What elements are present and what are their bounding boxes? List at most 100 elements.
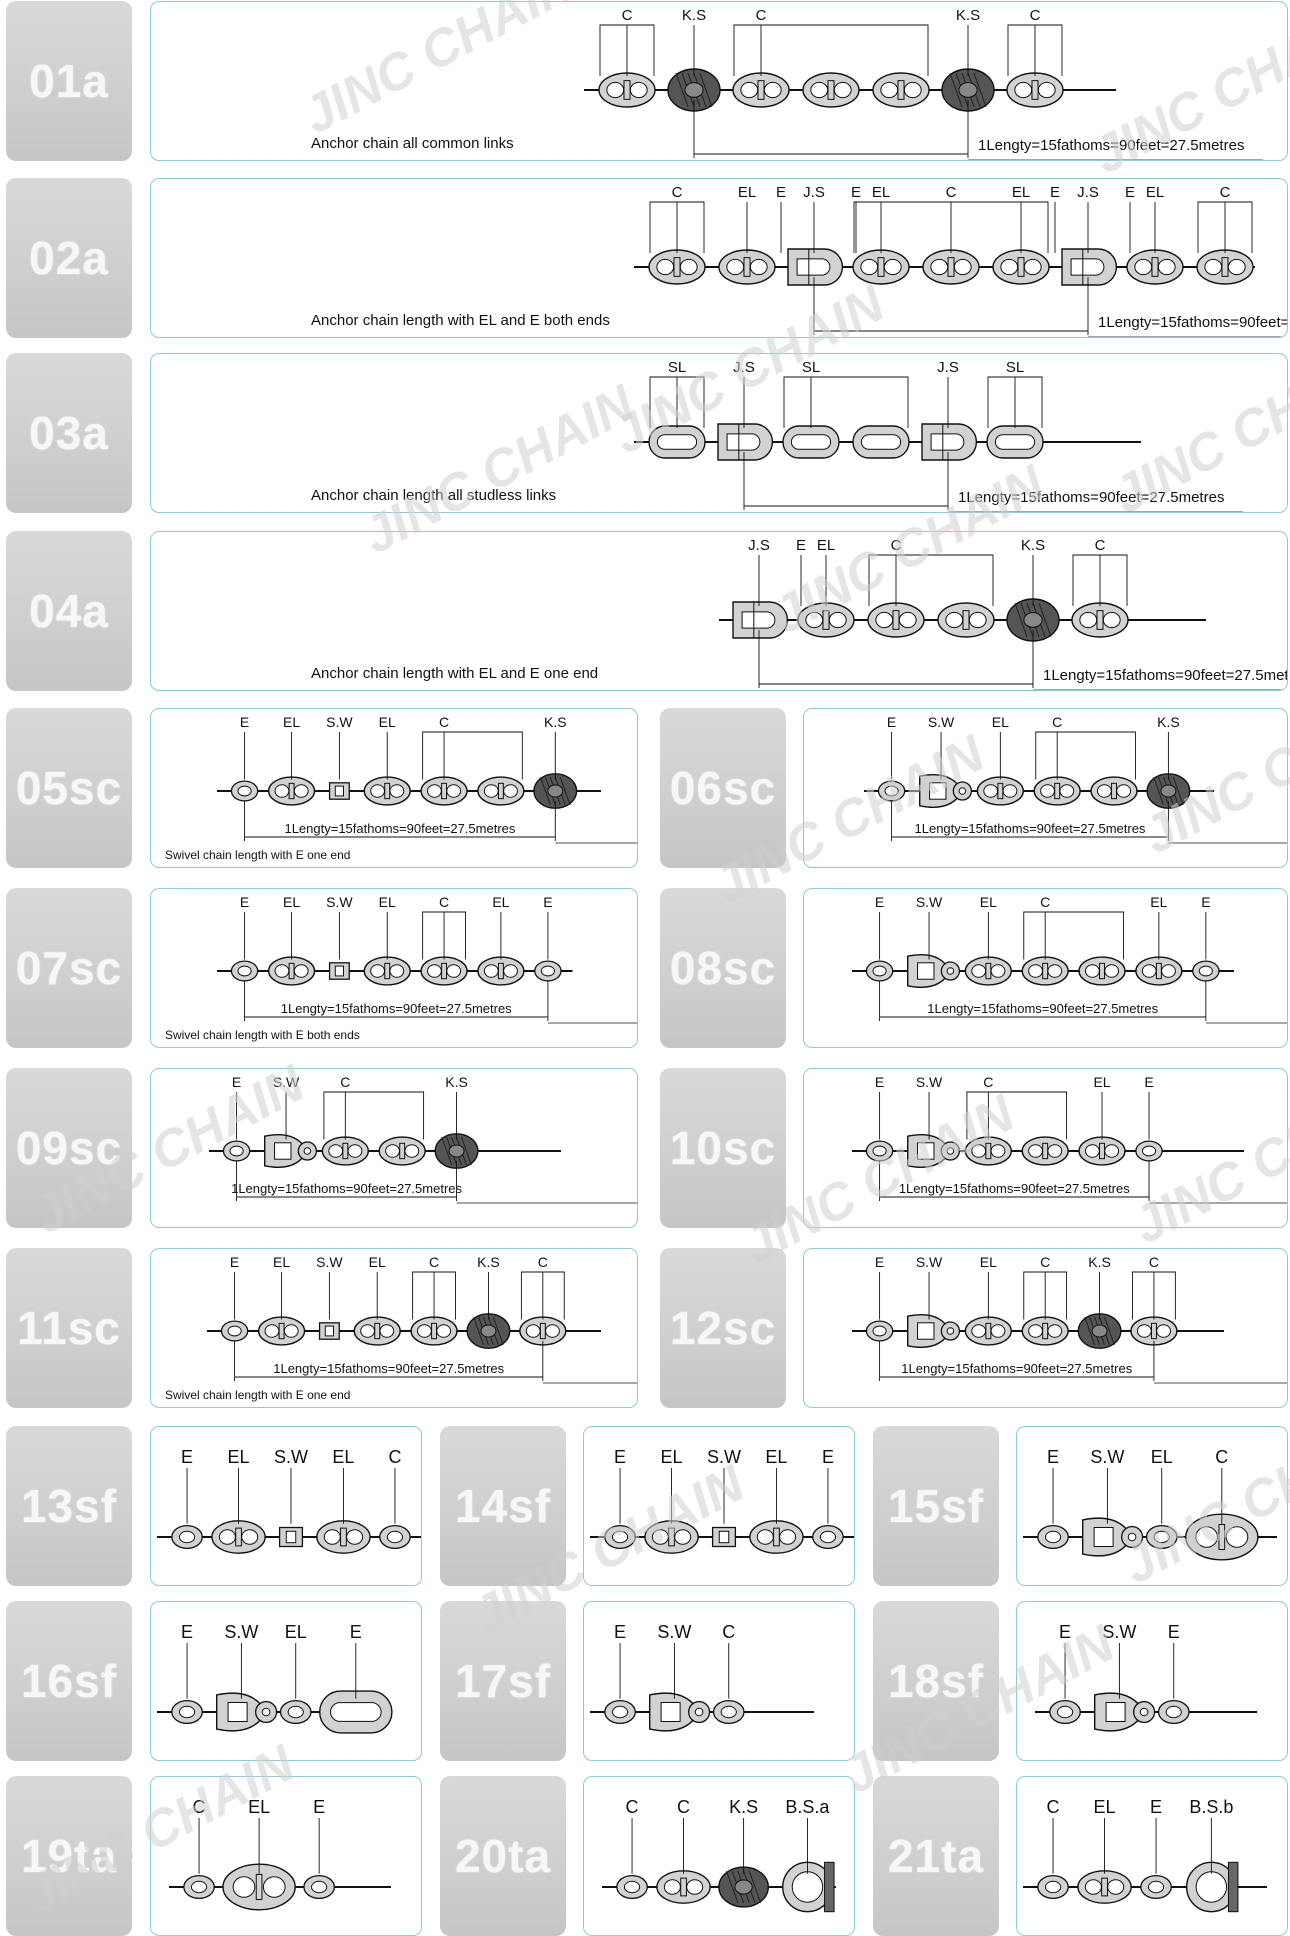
joining-link [921,423,978,461]
stud-link [656,1870,711,1904]
part-label: EL [369,1254,386,1270]
length-label: 1Lengty=15fathoms=90feet=27.5metres [273,1361,504,1376]
end-link [534,960,562,982]
stud-link [477,776,525,806]
part-label: E [1150,1797,1162,1817]
diagram-id-tile: 01a [6,1,132,161]
diagram-id-tile: 08sc [660,888,786,1048]
part-label: S.W [916,1074,943,1090]
part-label: EL [980,894,997,910]
stud-link [420,776,468,806]
stud-link [363,956,411,986]
end-link [604,1524,636,1550]
end-link [171,1524,203,1550]
part-label: EL [765,1447,787,1467]
end-link [279,1699,312,1725]
swivelbig-link [649,1692,711,1732]
group-bracket [649,201,705,253]
part-label: E [875,1254,884,1270]
diagram-id-tile: 05sc [6,708,132,868]
end-link [877,780,906,802]
group-bracket [1197,201,1253,253]
end-link [303,1874,335,1900]
part-label: E [181,1447,193,1467]
group-bracket [599,24,655,76]
stud-link [353,1316,401,1346]
part-label: E [240,894,249,910]
end-link [865,960,894,982]
part-label: C [622,7,633,24]
part-label: S.W [273,1074,300,1090]
kenter-link [667,68,721,112]
diagram-id-tile: 19ta [6,1776,132,1936]
studless-link [986,425,1044,459]
part-label: E [776,184,786,201]
part-label: EL [285,1622,307,1642]
diagram-caption: Anchor chain length with EL and E both e… [311,312,610,329]
part-label: C [722,1622,735,1642]
swivelbig-link [907,1314,961,1348]
swivelbig-link [216,1692,278,1732]
part-label: E [1201,894,1210,910]
group-bracket [1023,911,1124,960]
diagram-caption: Swivel chain length with E both ends [165,1028,360,1042]
part-label: EL [872,184,890,201]
stud-link [852,249,910,285]
part-label: C [1052,714,1062,730]
stud-link [867,602,925,638]
stud-link [1071,602,1129,638]
swivelbig-link [1094,1692,1156,1732]
stud-link [964,1316,1013,1346]
end-link [712,1699,745,1725]
part-label: E [543,894,552,910]
part-label: EL [379,894,396,910]
part-label: EL [1093,1074,1110,1090]
part-label: C [626,1797,639,1817]
studlessbig-link [318,1690,393,1734]
part-label: EL [283,714,300,730]
swivelbig-link [1082,1517,1144,1557]
part-label: S.W [326,714,353,730]
stud-link [992,249,1050,285]
part-label: EL [379,714,396,730]
group-bracket [966,1091,1068,1140]
joining-link [1061,248,1118,286]
end-link [812,1524,844,1550]
end-link [222,1140,251,1162]
part-label: K.S [1021,537,1045,554]
part-label: K.S [477,1254,500,1270]
part-label: B.S.b [1189,1797,1233,1817]
part-label: J.S [733,359,755,376]
length-label: 1Lengty=15fathoms=90feet=27.5metres [978,137,1244,154]
diagram-id-tile: 20ta [440,1776,566,1936]
joining-link [717,423,774,461]
part-label: SL [1006,359,1024,376]
part-label: C [538,1254,548,1270]
diagram-caption: Swivel chain length with E one end [165,848,350,862]
swivel-link [318,1322,340,1340]
part-label: E [1144,1074,1153,1090]
group-bracket [987,376,1043,428]
part-label: C [1030,7,1041,24]
swivelbig-link [907,954,961,988]
diagram-id-tile: 11sc [6,1248,132,1408]
swivel-link [328,962,350,980]
stud-link [316,1520,371,1554]
diagram-id-tile: 14sf [440,1426,566,1586]
kenter-link [466,1313,511,1349]
length-label: 1Lengty=15fathoms=90feet=27.5metres [1098,314,1288,331]
part-label: S.W [657,1622,691,1642]
swivel-link [278,1526,304,1548]
part-label: J.S [1077,184,1099,201]
